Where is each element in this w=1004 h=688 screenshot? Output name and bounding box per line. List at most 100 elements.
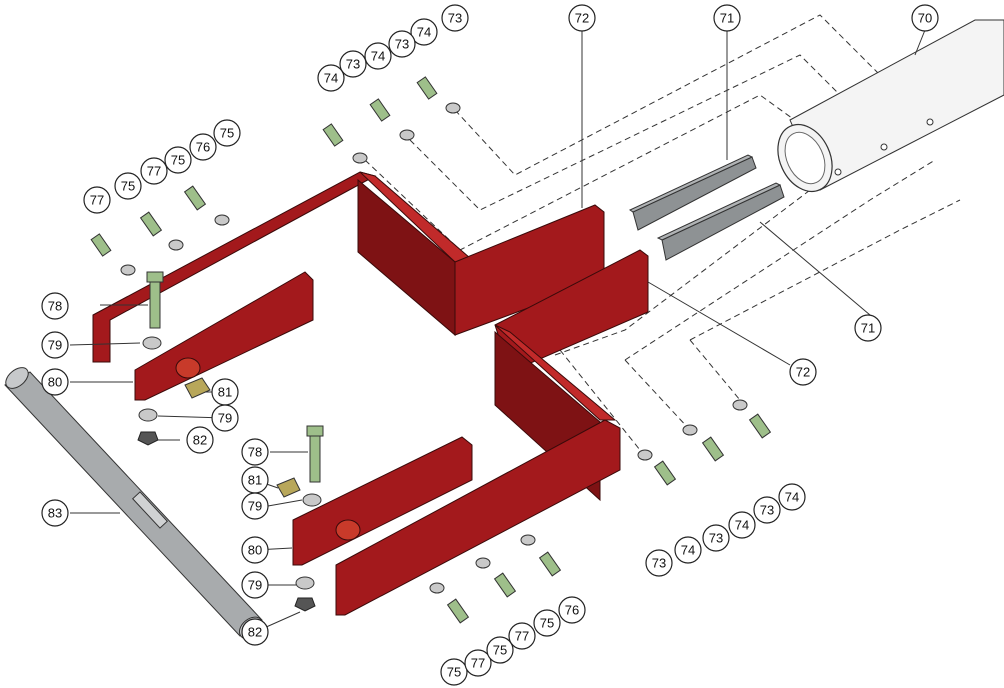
callout-circle <box>41 292 69 320</box>
callout-text: 75 <box>171 153 185 168</box>
callout-circle <box>713 4 741 32</box>
callout-81: 81 <box>211 378 239 406</box>
callout-text: 73 <box>395 37 409 52</box>
callout-circle <box>364 42 392 70</box>
callout-circle <box>164 146 192 174</box>
callout-70: 70 <box>911 4 939 32</box>
callout-73: 73 <box>702 524 730 552</box>
callout-circle <box>464 649 492 677</box>
callout-circle <box>211 404 239 432</box>
callout-79: 79 <box>211 404 239 432</box>
callout-text: 78 <box>248 445 262 460</box>
callout-circle <box>854 314 882 342</box>
callout-circle <box>789 358 817 386</box>
callout-labels: 7071717272737473747374757575767777787980… <box>41 4 939 686</box>
callout-text: 76 <box>565 603 579 618</box>
callout-text: 77 <box>90 193 104 208</box>
callout-text: 79 <box>248 499 262 514</box>
callout-75: 75 <box>164 146 192 174</box>
callout-71: 71 <box>854 314 882 342</box>
callout-circle <box>241 492 269 520</box>
callout-73: 73 <box>339 50 367 78</box>
callout-circle <box>440 658 468 686</box>
callout-81: 81 <box>241 466 269 494</box>
bolt-part-78-upper <box>146 271 164 329</box>
callout-71: 71 <box>713 4 741 32</box>
callout-80: 80 <box>41 368 69 396</box>
callout-text: 75 <box>121 179 135 194</box>
callout-79: 79 <box>241 571 269 599</box>
callout-circle <box>645 549 673 577</box>
callout-circle <box>778 483 806 511</box>
square-nut-part-81-upper <box>184 377 211 399</box>
callout-text: 75 <box>540 616 554 631</box>
callout-text: 81 <box>218 385 232 400</box>
callout-77: 77 <box>464 649 492 677</box>
callout-74: 74 <box>317 64 345 92</box>
callout-78: 78 <box>241 438 269 466</box>
callout-76: 76 <box>189 133 217 161</box>
callout-circle <box>83 186 111 214</box>
callout-text: 73 <box>652 556 666 571</box>
callout-text: 76 <box>196 140 210 155</box>
callout-text: 70 <box>918 11 932 26</box>
callout-text: 77 <box>515 629 529 644</box>
plate-part-71-upper <box>628 154 757 231</box>
callout-circle <box>41 499 69 527</box>
callout-circle <box>189 133 217 161</box>
callout-circle <box>441 4 469 32</box>
callout-circle <box>41 368 69 396</box>
callout-circle <box>568 4 596 32</box>
callout-circle <box>241 536 269 564</box>
callout-text: 82 <box>193 433 207 448</box>
callout-text: 77 <box>471 656 485 671</box>
callout-75: 75 <box>533 609 561 637</box>
callout-circle <box>508 622 536 650</box>
callout-text: 77 <box>147 164 161 179</box>
callout-circle <box>388 30 416 58</box>
callout-73: 73 <box>645 549 673 577</box>
callout-text: 72 <box>796 365 810 380</box>
lower-bracket <box>335 249 649 616</box>
callout-text: 83 <box>48 506 62 521</box>
callout-74: 74 <box>410 18 438 46</box>
callout-text: 74 <box>681 543 695 558</box>
fasteners-lower <box>429 399 772 624</box>
callout-74: 74 <box>364 42 392 70</box>
callout-text: 79 <box>48 338 62 353</box>
callout-text: 74 <box>735 518 749 533</box>
upper-bracket <box>92 171 605 363</box>
callout-text: 73 <box>760 503 774 518</box>
callout-72: 72 <box>789 358 817 386</box>
callout-73: 73 <box>753 496 781 524</box>
callout-79: 79 <box>41 331 69 359</box>
callout-text: 82 <box>248 625 262 640</box>
callout-text: 74 <box>417 25 431 40</box>
callout-circle <box>241 618 269 646</box>
callout-text: 74 <box>371 49 385 64</box>
callout-73: 73 <box>388 30 416 58</box>
callout-82: 82 <box>241 618 269 646</box>
callout-text: 74 <box>324 71 338 86</box>
callout-75: 75 <box>486 636 514 664</box>
callout-text: 71 <box>861 321 875 336</box>
callout-circle <box>486 636 514 664</box>
leader-lines <box>69 29 926 633</box>
callout-circle <box>674 536 702 564</box>
callout-74: 74 <box>728 511 756 539</box>
callout-text: 79 <box>218 411 232 426</box>
callout-79: 79 <box>241 492 269 520</box>
callout-77: 77 <box>508 622 536 650</box>
callout-75: 75 <box>213 119 241 147</box>
callout-circle <box>410 18 438 46</box>
callout-circle <box>241 571 269 599</box>
callout-circle <box>140 157 168 185</box>
callout-circle <box>728 511 756 539</box>
callout-circle <box>339 50 367 78</box>
callout-circle <box>702 524 730 552</box>
callout-circle <box>753 496 781 524</box>
callout-77: 77 <box>140 157 168 185</box>
clamp-block-part-80-lower <box>292 436 473 566</box>
callout-76: 76 <box>558 596 586 624</box>
